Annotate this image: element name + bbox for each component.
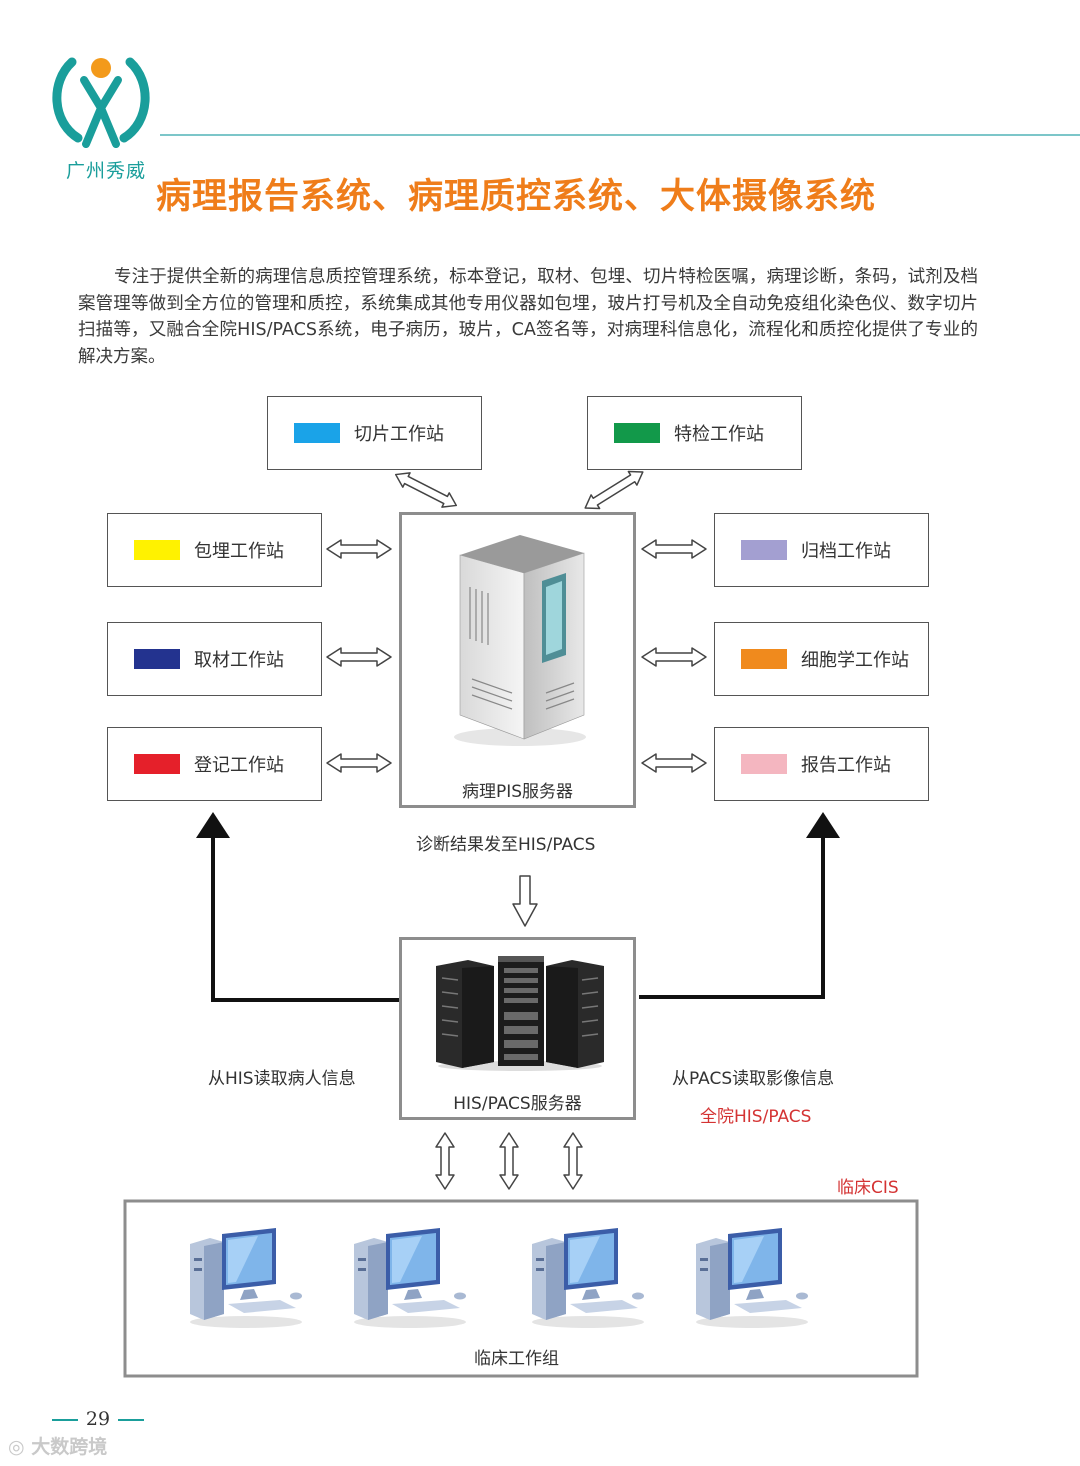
- swatch-cytology: [741, 649, 787, 669]
- arrow-embedding: [326, 539, 392, 559]
- watermark: ◎ 大数跨境: [8, 1432, 107, 1459]
- page-number-rule-left: [52, 1419, 78, 1421]
- arrow-cytology: [641, 647, 707, 667]
- station-sampling: 取材工作站: [107, 622, 322, 696]
- swatch-registration: [134, 754, 180, 774]
- station-cytology: 细胞学工作站: [714, 622, 929, 696]
- page-number: 29: [85, 1408, 111, 1430]
- clinical-group-label: 临床工作组: [474, 1349, 559, 1369]
- station-label: 包埋工作站: [194, 541, 284, 562]
- hospital-his-pacs-label: 全院HIS/PACS: [700, 1107, 812, 1127]
- arrow-sampling: [326, 647, 392, 667]
- read-his-label: 从HIS读取病人信息: [208, 1069, 356, 1089]
- arrow-special: [584, 470, 644, 510]
- swatch-report: [741, 754, 787, 774]
- arrow-clinical-1: [435, 1132, 455, 1190]
- station-archive: 归档工作站: [714, 513, 929, 587]
- arrowhead-right: [806, 812, 840, 838]
- station-label: 特检工作站: [674, 424, 764, 445]
- pis-server-label: 病理PIS服务器: [461, 782, 574, 802]
- station-special: 特检工作站: [587, 396, 802, 470]
- intro-paragraph: 专注于提供全新的病理信息质控管理系统，标本登记，取材、包埋、切片特检医嘱，病理诊…: [78, 267, 978, 367]
- read-pacs-label: 从PACS读取影像信息: [672, 1069, 835, 1089]
- arrow-registration: [326, 753, 392, 773]
- station-label: 归档工作站: [801, 541, 891, 562]
- swatch-sampling: [134, 649, 180, 669]
- swatch-embedding: [134, 540, 180, 560]
- brand-name: 广州秀威: [65, 160, 146, 182]
- station-label: 细胞学工作站: [801, 650, 909, 671]
- arrow-report: [641, 753, 707, 773]
- swatch-special: [614, 423, 660, 443]
- station-report: 报告工作站: [714, 727, 929, 801]
- arrow-send-down: [512, 875, 538, 927]
- page-number-rule-right: [118, 1419, 144, 1421]
- his-to-registration-line: [211, 836, 399, 1002]
- arrow-clinical-2: [499, 1132, 519, 1190]
- arrowhead-left: [196, 812, 230, 838]
- station-slicing: 切片工作站: [267, 396, 482, 470]
- watermark-text: 大数跨境: [31, 1436, 108, 1458]
- station-embedding: 包埋工作站: [107, 513, 322, 587]
- header-rule: [160, 134, 1080, 136]
- clinical-group-box: [123, 1199, 919, 1378]
- station-label: 切片工作站: [354, 424, 444, 445]
- logo-sun-icon: [91, 58, 111, 78]
- station-label: 取材工作站: [194, 650, 284, 671]
- pis-server-icon: [454, 535, 586, 746]
- station-label: 登记工作站: [194, 755, 284, 776]
- page-title: 病理报告系统、病理质控系统、大体摄像系统: [156, 177, 877, 217]
- station-label: 报告工作站: [801, 755, 891, 776]
- swatch-slicing: [294, 423, 340, 443]
- pacs-to-report-line: [639, 836, 825, 999]
- arrow-slicing: [394, 472, 458, 508]
- send-result-label: 诊断结果发至HIS/PACS: [416, 835, 596, 855]
- swatch-archive: [741, 540, 787, 560]
- his-server-box: HIS/PACS服务器: [399, 937, 636, 1120]
- his-server-rack-icon: [436, 956, 604, 1071]
- his-server-label: HIS/PACS服务器: [453, 1094, 582, 1114]
- station-registration: 登记工作站: [107, 727, 322, 801]
- company-logo: [52, 57, 150, 148]
- watermark-icon: ◎: [8, 1436, 32, 1458]
- clinical-cis-label: 临床CIS: [837, 1178, 899, 1198]
- arrow-clinical-3: [563, 1132, 583, 1190]
- arrow-archive: [641, 539, 707, 559]
- pis-server-box: 病理PIS服务器: [399, 512, 636, 808]
